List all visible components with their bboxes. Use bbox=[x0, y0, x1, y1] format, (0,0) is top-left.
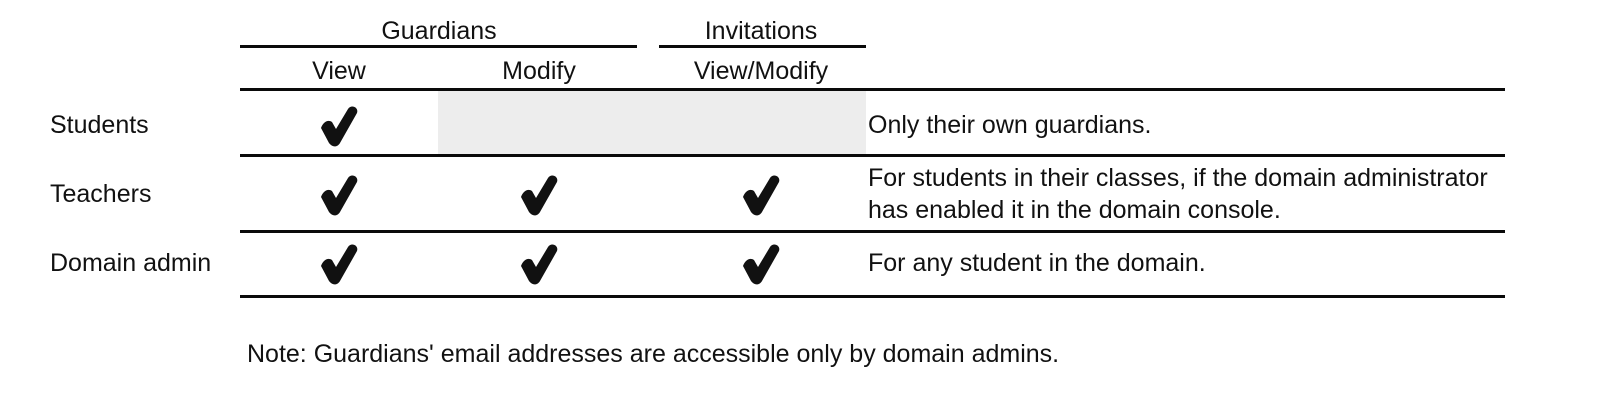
group-header-invitations: Invitations bbox=[704, 17, 818, 45]
column-header-view: View bbox=[312, 57, 366, 85]
check-mark-icon bbox=[737, 174, 785, 218]
group-header-guardians: Guardians bbox=[381, 17, 497, 45]
row-description-students: Only their own guardians. bbox=[868, 111, 1152, 139]
table-note: Note: Guardians' email addresses are acc… bbox=[247, 340, 1060, 368]
check-mark-icon bbox=[315, 105, 363, 149]
group-rule-guardians bbox=[240, 45, 637, 48]
check-mark-icon bbox=[737, 243, 785, 287]
row-description-domain-admin: For any student in the domain. bbox=[868, 249, 1206, 277]
row-label-domain-admin: Domain admin bbox=[50, 249, 212, 277]
table-rule-header-bottom bbox=[240, 88, 1505, 91]
table-rule-after-teachers bbox=[240, 230, 1505, 233]
group-rule-invitations bbox=[659, 45, 866, 48]
check-mark-icon bbox=[315, 174, 363, 218]
check-mark-icon bbox=[515, 243, 563, 287]
table-cell-shaded-students-modify bbox=[438, 91, 866, 154]
row-label-students: Students bbox=[50, 111, 149, 139]
row-description-teachers-line1: For students in their classes, if the do… bbox=[868, 164, 1488, 192]
row-description-teachers-line2: has enabled it in the domain console. bbox=[868, 196, 1281, 224]
check-mark-icon bbox=[515, 174, 563, 218]
table-rule-bottom bbox=[240, 295, 1505, 298]
column-header-modify: Modify bbox=[502, 57, 576, 85]
row-label-teachers: Teachers bbox=[50, 180, 152, 208]
column-header-view-modify: View/Modify bbox=[693, 57, 829, 85]
table-rule-after-students bbox=[240, 154, 1505, 157]
check-mark-icon bbox=[315, 243, 363, 287]
